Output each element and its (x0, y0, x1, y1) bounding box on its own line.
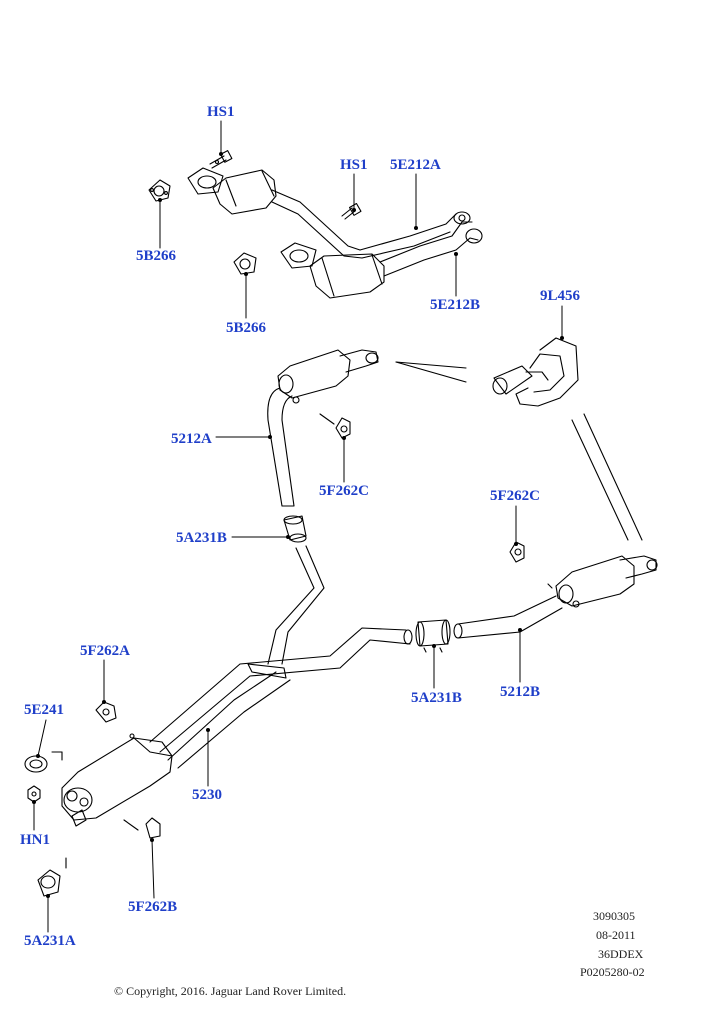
rubber-mount-5f262a (95, 701, 117, 723)
nut-hn1 (27, 785, 41, 803)
callout-hn1[interactable]: HN1 (20, 832, 50, 848)
model-code: 36DDEX (598, 947, 644, 961)
callout-5a231a[interactable]: 5A231A (24, 933, 76, 949)
callout-5a231b-top[interactable]: 5A231B (176, 530, 227, 546)
callout-5b266-top[interactable]: 5B266 (136, 248, 177, 264)
clamp-5e241 (24, 751, 63, 773)
drawing-date: 08-2011 (596, 928, 636, 942)
leader-dots (32, 152, 564, 898)
callout-5f262c-left[interactable]: 5F262C (319, 483, 369, 499)
callout-5f262a[interactable]: 5F262A (80, 643, 130, 659)
rubber-mount-5f262b (123, 817, 161, 839)
gasket-5b266-lower (233, 252, 257, 275)
callout-5e241[interactable]: 5E241 (24, 702, 65, 718)
main-pipe-5230 (149, 545, 413, 769)
rubber-mount-5f262c-left (319, 413, 351, 439)
copyright-notice: © Copyright, 2016. Jaguar Land Rover Lim… (114, 984, 347, 998)
coupler-5a231b-mid (415, 619, 451, 653)
callout-9l456[interactable]: 9L456 (540, 288, 581, 304)
callout-5f262c-right[interactable]: 5F262C (490, 488, 540, 504)
callout-5212b[interactable]: 5212B (500, 684, 541, 700)
callout-hs1-top[interactable]: HS1 (207, 104, 235, 120)
upper-silencer-assembly (267, 349, 379, 543)
rubber-mount-5f262c-right (509, 541, 553, 589)
callout-5e212b[interactable]: 5E212B (430, 297, 481, 313)
clamp-5a231a (37, 857, 67, 897)
drawing-number: 3090305 (593, 909, 635, 923)
illustration-reference: P0205280-02 (580, 965, 645, 979)
gasket-5b266-top (148, 179, 171, 202)
heat-shield-9l456 (395, 337, 643, 541)
front-downpipe-assembly (148, 150, 483, 299)
bolt-hs1-mid (341, 202, 362, 220)
callout-hs1-mid[interactable]: HS1 (340, 157, 368, 173)
callout-5e212a[interactable]: 5E212A (390, 157, 441, 173)
leader-lines (33, 120, 563, 933)
callout-5230[interactable]: 5230 (192, 787, 222, 803)
rear-silencer-assembly (415, 541, 658, 653)
callout-5b266-bottom[interactable]: 5B266 (226, 320, 267, 336)
coupler-5a231b-top (283, 515, 307, 543)
callout-5a231b-mid[interactable]: 5A231B (411, 690, 462, 706)
bolt-hs1-top (209, 150, 233, 169)
callout-5212a[interactable]: 5212A (171, 431, 212, 447)
front-muffler-lower (24, 701, 173, 897)
callout-5f262b[interactable]: 5F262B (128, 899, 178, 915)
